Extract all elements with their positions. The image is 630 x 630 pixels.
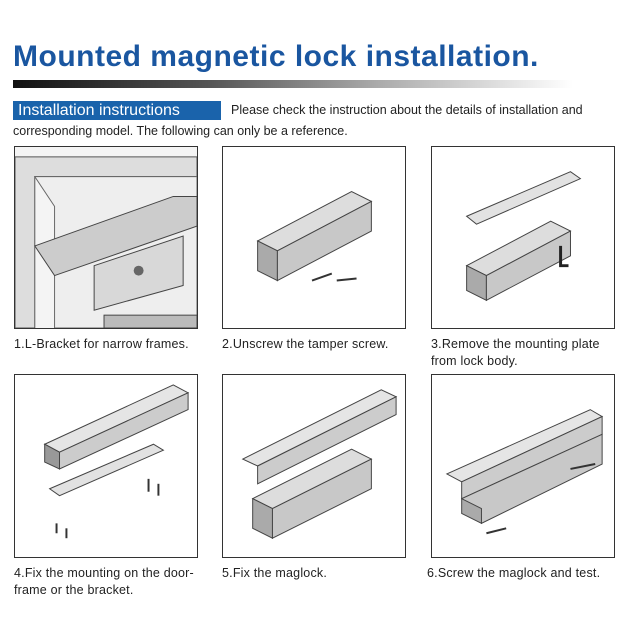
page-title: Mounted magnetic lock installation.	[13, 40, 539, 73]
step-4-caption: 4.Fix the mounting on the door-frame or …	[14, 566, 194, 597]
step-6-caption: 6.Screw the maglock and test.	[427, 566, 601, 580]
step-6-illustration	[431, 374, 615, 558]
intro-text-line1: Please check the instruction about the d…	[231, 103, 583, 117]
intro-text-line2: corresponding model. The following can o…	[13, 124, 348, 138]
step-1-illustration	[14, 146, 198, 329]
step-2-illustration	[222, 146, 406, 329]
step-2-caption: 2.Unscrew the tamper screw.	[222, 337, 389, 351]
step-4-illustration	[14, 374, 198, 558]
step-5-illustration	[222, 374, 406, 558]
step-3-illustration	[431, 146, 615, 329]
step-3-caption: 3.Remove the mounting plate from lock bo…	[431, 337, 600, 368]
step-5-caption: 5.Fix the maglock.	[222, 566, 328, 580]
step-1-caption: 1.L-Bracket for narrow frames.	[14, 337, 189, 351]
gradient-divider	[13, 80, 573, 88]
section-badge: Installation instructions	[13, 101, 221, 120]
